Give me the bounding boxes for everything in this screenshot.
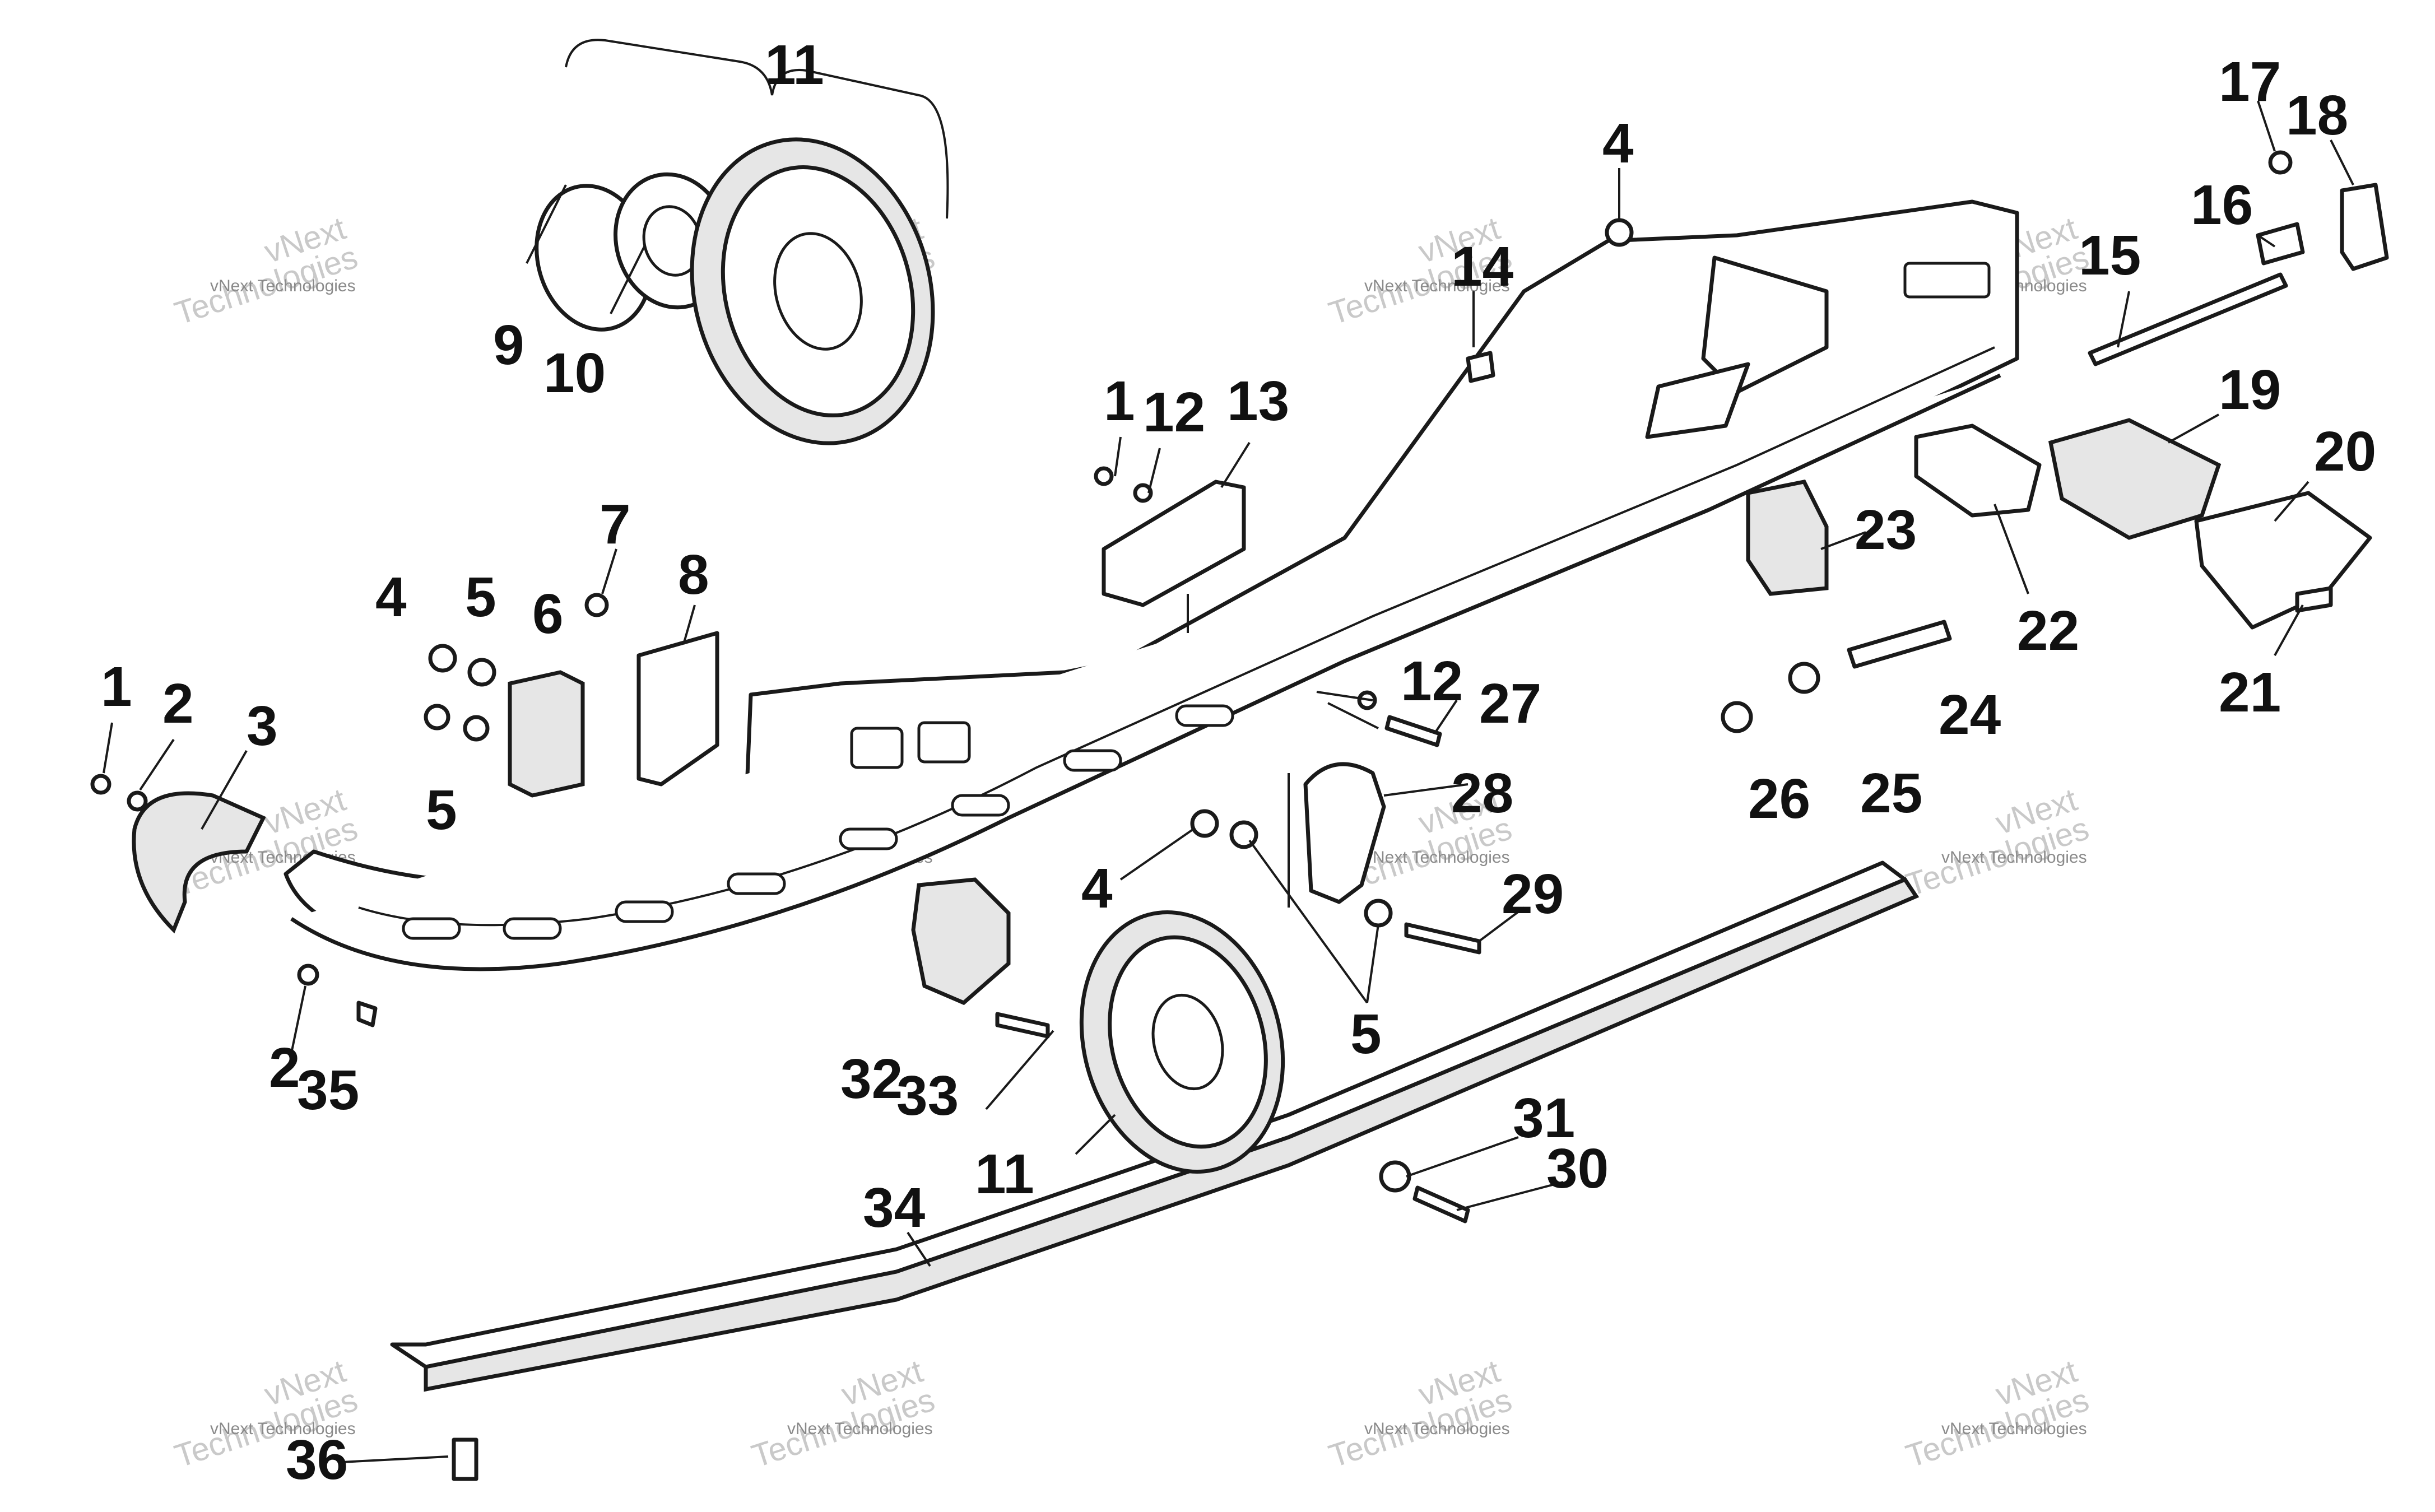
callout-label: 13 — [1227, 370, 1289, 432]
fasteners — [90, 150, 2293, 1193]
callout-label: 8 — [678, 543, 709, 606]
rail-block-6 — [508, 670, 585, 798]
callout-label: 4 — [375, 566, 407, 629]
callout-label: 11 — [765, 34, 824, 96]
callout-label: 4 — [1602, 112, 1634, 175]
rail-block-13 — [1102, 480, 1246, 607]
callout-label: 35 — [297, 1059, 359, 1122]
callout-label: 10 — [543, 342, 606, 404]
callout-label: 21 — [2219, 661, 2281, 724]
callout-label: 5 — [1350, 1003, 1382, 1066]
callout-label: 26 — [1748, 767, 1810, 830]
callout-label: 5 — [465, 566, 496, 629]
callout-label: 31 — [1513, 1087, 1575, 1150]
svg-text:vNext Technologies: vNext Technologies — [1364, 1420, 1510, 1438]
callout-label: 20 — [2314, 420, 2376, 483]
slide-runner — [390, 860, 1920, 1392]
callout-label: 2 — [162, 672, 194, 735]
watermark: Technologies vNext vNext Technologies — [1902, 781, 2093, 904]
callout-label: 3 — [247, 695, 278, 757]
callout-label: 9 — [493, 314, 524, 376]
svg-text:vNext Technologies: vNext Technologies — [210, 277, 356, 295]
watermark: Technologies vNext vNext Technologies — [170, 210, 362, 332]
watermark: Technologies vNext vNext Technologies — [747, 1353, 939, 1475]
svg-text:vNext Technologies: vNext Technologies — [787, 1420, 933, 1438]
callout-label: 18 — [2286, 84, 2348, 147]
callout-label: 24 — [1939, 683, 2001, 746]
callout-label: 30 — [1546, 1137, 1609, 1200]
callout-label: 1 — [1104, 370, 1135, 432]
idler-wheel-lower — [1079, 910, 1285, 1174]
callout-label: 36 — [286, 1429, 348, 1491]
group-bracket — [565, 39, 949, 219]
rail-frame — [284, 199, 2019, 971]
callout-label: 4 — [1081, 857, 1113, 920]
bracket-18 — [2340, 183, 2389, 271]
bracket-8 — [636, 631, 719, 787]
watermark: Technologies vNext vNext Technologies — [1902, 1353, 2093, 1475]
callout-label: 1 — [101, 655, 132, 718]
callout-label: 5 — [426, 779, 457, 841]
callout-label: 34 — [863, 1176, 926, 1239]
callout-label: 25 — [1860, 762, 1922, 825]
callout-label: 28 — [1451, 762, 1513, 825]
svg-text:vNext Technologies: vNext Technologies — [1941, 1420, 2087, 1438]
callout-label: 2 — [269, 1036, 300, 1099]
callout-label: 7 — [600, 493, 631, 556]
bracket-20 — [2194, 491, 2372, 630]
block-23 — [1746, 480, 1829, 596]
callout-label: 33 — [896, 1064, 959, 1127]
callout-label: 11 — [975, 1143, 1034, 1206]
callout-label: 12 — [1401, 650, 1463, 713]
callout-label: 17 — [2219, 50, 2281, 113]
callout-label: 12 — [1143, 381, 1205, 444]
clip-28 — [1303, 762, 1386, 904]
callout-label: 6 — [532, 583, 564, 645]
bracket-19 — [2048, 418, 2222, 540]
idler-wheel-upper — [690, 137, 935, 445]
svg-text:vNext Technologies: vNext Technologies — [1364, 848, 1510, 867]
bracket-32 — [911, 877, 1011, 1006]
callout-label: 16 — [2191, 174, 2253, 236]
callout-label: 29 — [1502, 863, 1564, 925]
svg-text:vNext Technologies: vNext Technologies — [210, 1420, 356, 1438]
svg-text:vNext Technologies: vNext Technologies — [1941, 848, 2087, 867]
callouts: 11 9 10 4 14 17 18 16 15 19 20 1 12 13 7… — [101, 34, 2376, 1491]
callout-label: 15 — [2079, 224, 2141, 287]
callout-label: 32 — [840, 1048, 903, 1110]
bolts — [356, 222, 2333, 1481]
callout-label: 27 — [1479, 672, 1541, 735]
callout-label: 23 — [1855, 499, 1917, 561]
watermark: Technologies vNext vNext Technologies — [1325, 1353, 1516, 1475]
svg-text:vNext Technologies: vNext Technologies — [1364, 277, 1510, 295]
plate-22 — [1914, 424, 2042, 518]
callout-label: 14 — [1451, 235, 1514, 298]
rail-tip-part — [132, 791, 266, 934]
leader-lines — [103, 100, 2354, 1463]
callout-label: 19 — [2219, 359, 2281, 421]
callout-label: 22 — [2017, 599, 2079, 662]
